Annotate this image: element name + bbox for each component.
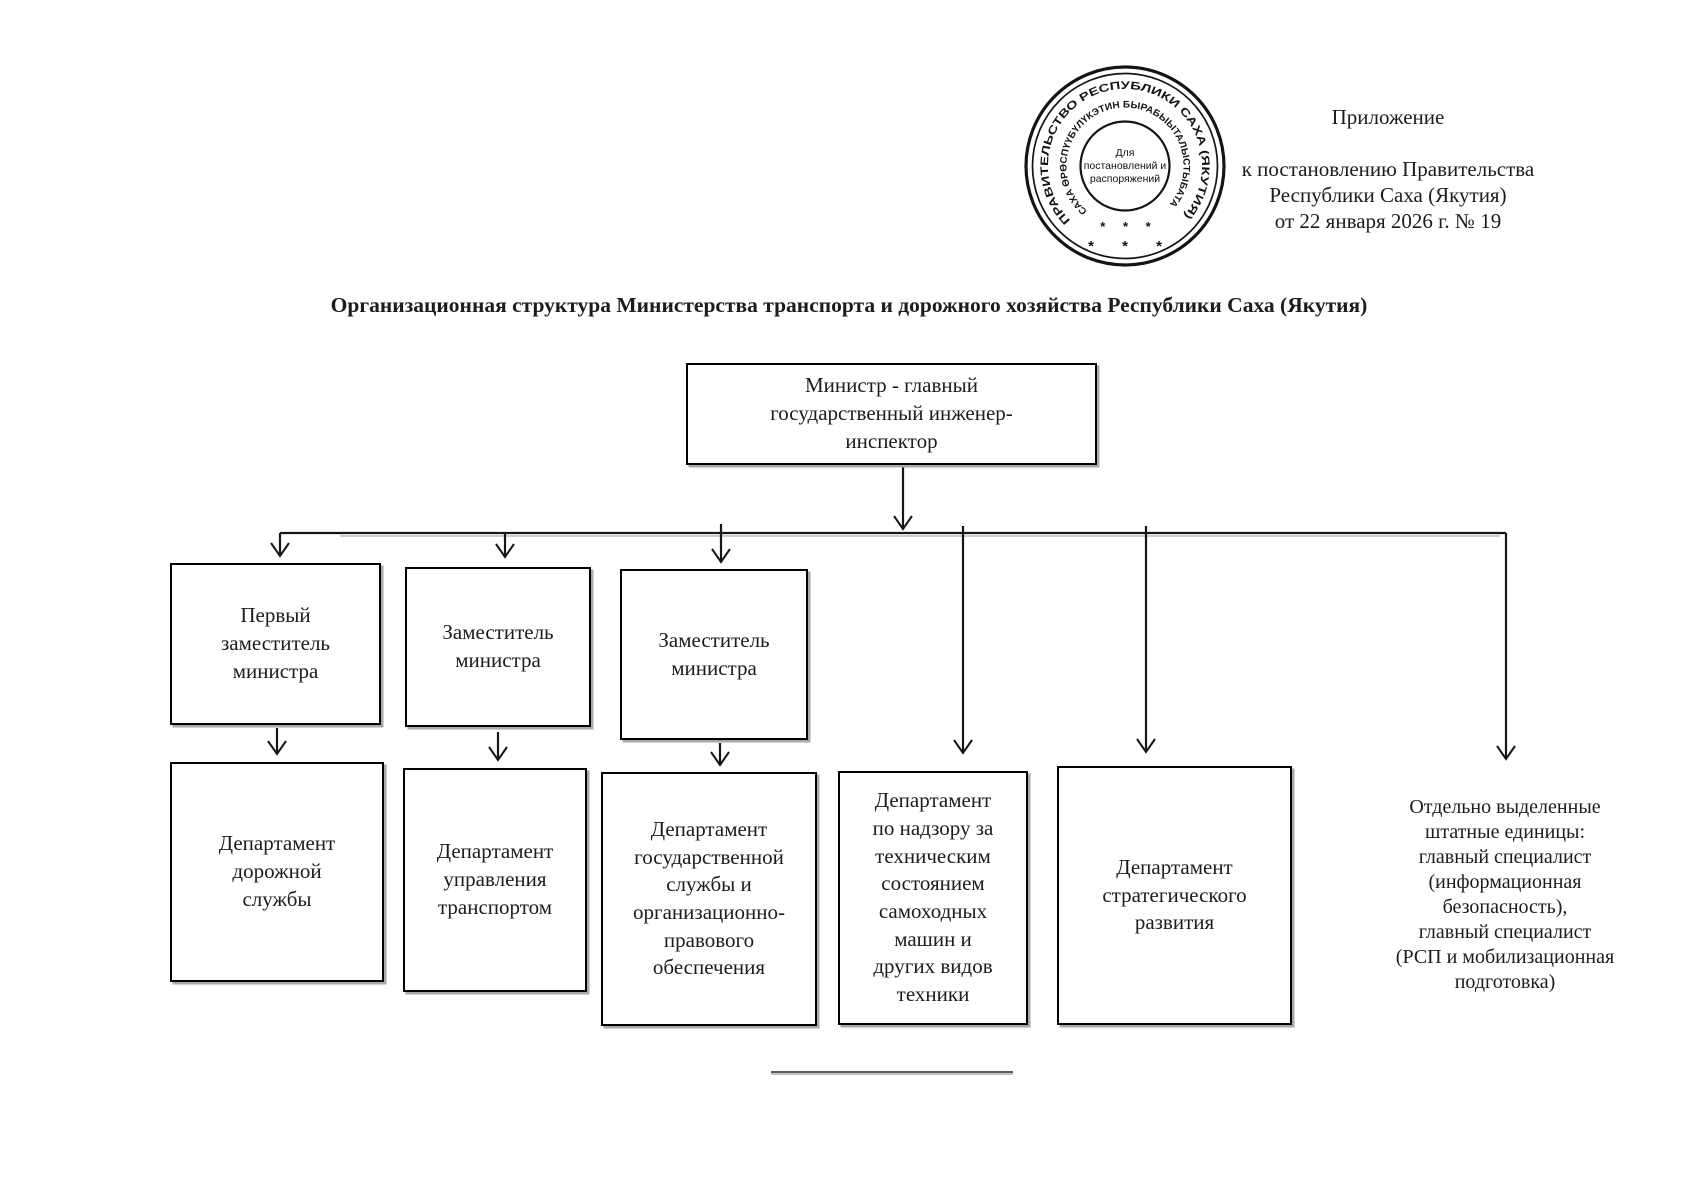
org-box-deputy-minister-1: Заместитель министра: [405, 567, 591, 727]
page-title: Организационная структура Министерства т…: [330, 293, 1368, 317]
org-box-road-service-department: Департамент дорожной службы: [170, 762, 384, 982]
official-seal: ПРАВИТЕЛЬСТВО РЕСПУБЛИКИ САХА (ЯКУТИЯ) С…: [1024, 65, 1226, 267]
document-header: Приложение к постановлению Правительства…: [1128, 104, 1648, 234]
seal-center-text: Для постановлений и распоряжений: [1083, 147, 1167, 185]
org-box-machinery-supervision-department: Департамент по надзору за техническим со…: [838, 771, 1028, 1025]
org-note-standalone-staff-units: Отдельно выделенные штатные единицы: гла…: [1395, 796, 1615, 993]
org-box-deputy-minister-2: Заместитель министра: [620, 569, 808, 740]
header-republic-line: Республики Саха (Якутия): [1269, 183, 1507, 207]
bottom-separator-line: [771, 1071, 1013, 1073]
org-box-transport-management-department: Департамент управления транспортом: [403, 768, 587, 992]
org-box-civil-service-legal-department: Департамент государственной службы и орг…: [601, 772, 817, 1026]
seal-second-ring: [1031, 72, 1219, 260]
org-box-first-deputy-minister: Первый заместитель министра: [170, 563, 381, 725]
org-box-strategic-development-department: Департамент стратегического развития: [1057, 766, 1292, 1025]
header-resolution-line: к постановлению Правительства: [1241, 157, 1535, 181]
header-date-number-line: от 22 января 2026 г. № 19: [1274, 209, 1502, 233]
seal-asterisks-inner: * * *: [1100, 219, 1157, 234]
seal-center-ring: [1079, 120, 1171, 212]
seal-asterisks-outer: * * *: [1088, 238, 1174, 255]
header-appendix-label: Приложение: [1331, 105, 1445, 129]
org-box-minister: Министр - главный государственный инжене…: [686, 363, 1097, 465]
